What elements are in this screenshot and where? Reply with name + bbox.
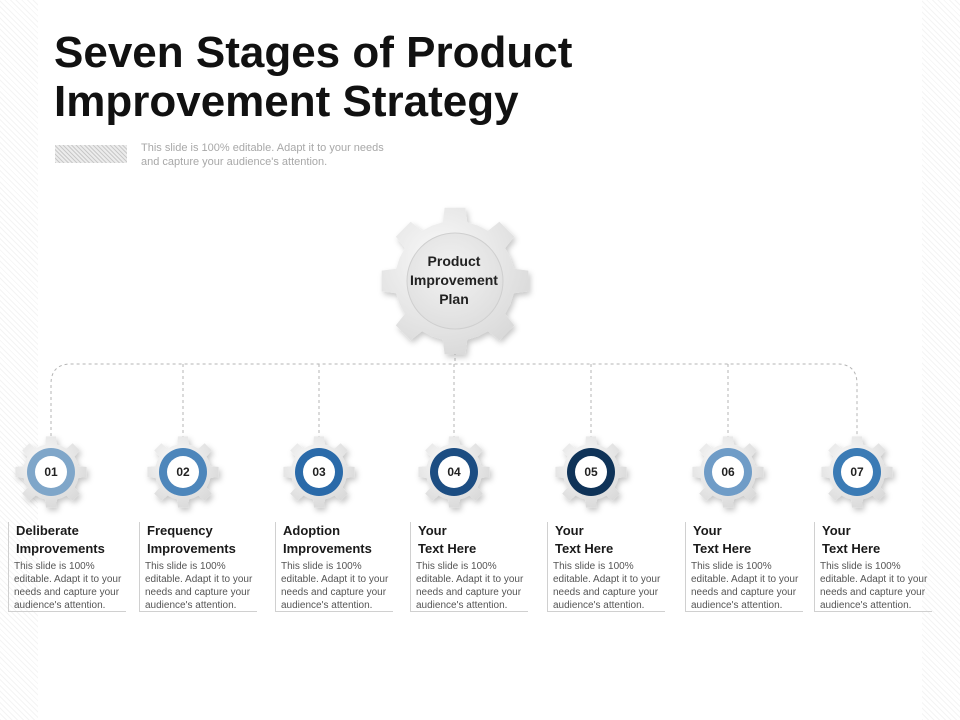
slide-title: Seven Stages of Product Improvement Stra…	[54, 28, 573, 126]
stage-number: 03	[312, 465, 326, 479]
slide-edge-left	[0, 0, 38, 720]
stage-title: Your Text Here	[693, 523, 752, 556]
stage-title: Deliberate Improvements	[16, 523, 105, 556]
stage-title: Your Text Here	[822, 523, 881, 556]
center-gear-hub	[406, 232, 504, 330]
stage-description: This slide is 100% editable. Adapt it to…	[553, 561, 661, 611]
stage-description: This slide is 100% editable. Adapt it to…	[14, 561, 122, 611]
stage-title: Your Text Here	[555, 523, 614, 556]
stage-number: 04	[447, 465, 461, 479]
stage-description: This slide is 100% editable. Adapt it to…	[281, 561, 389, 611]
stage-ring-center	[167, 456, 199, 488]
stage-description: This slide is 100% editable. Adapt it to…	[145, 561, 253, 611]
stage-number: 07	[850, 465, 864, 479]
stage-ring-center	[841, 456, 873, 488]
stage-title: Your Text Here	[418, 523, 477, 556]
stage-ring-center	[438, 456, 470, 488]
stage-number: 01	[44, 465, 58, 479]
stage-description: This slide is 100% editable. Adapt it to…	[820, 561, 928, 611]
stage-description: This slide is 100% editable. Adapt it to…	[416, 561, 524, 611]
stage-number: 02	[176, 465, 190, 479]
stage-number: 05	[584, 465, 598, 479]
slide-edge-right	[922, 0, 960, 720]
stage-ring-center	[575, 456, 607, 488]
stage-description: This slide is 100% editable. Adapt it to…	[691, 561, 799, 611]
slide-subtitle: This slide is 100% editable. Adapt it to…	[141, 142, 384, 168]
center-gear-label: Product Improvement Plan	[410, 253, 498, 307]
stage-number: 06	[721, 465, 735, 479]
subtitle-decor-bar	[55, 145, 127, 163]
stage-ring-center	[35, 456, 67, 488]
slide-canvas	[38, 0, 922, 720]
stage-title: Adoption Improvements	[283, 523, 372, 556]
connector-bus	[50, 363, 858, 448]
stage-title: Frequency Improvements	[147, 523, 236, 556]
stage-ring-center	[712, 456, 744, 488]
stage-ring-center	[303, 456, 335, 488]
